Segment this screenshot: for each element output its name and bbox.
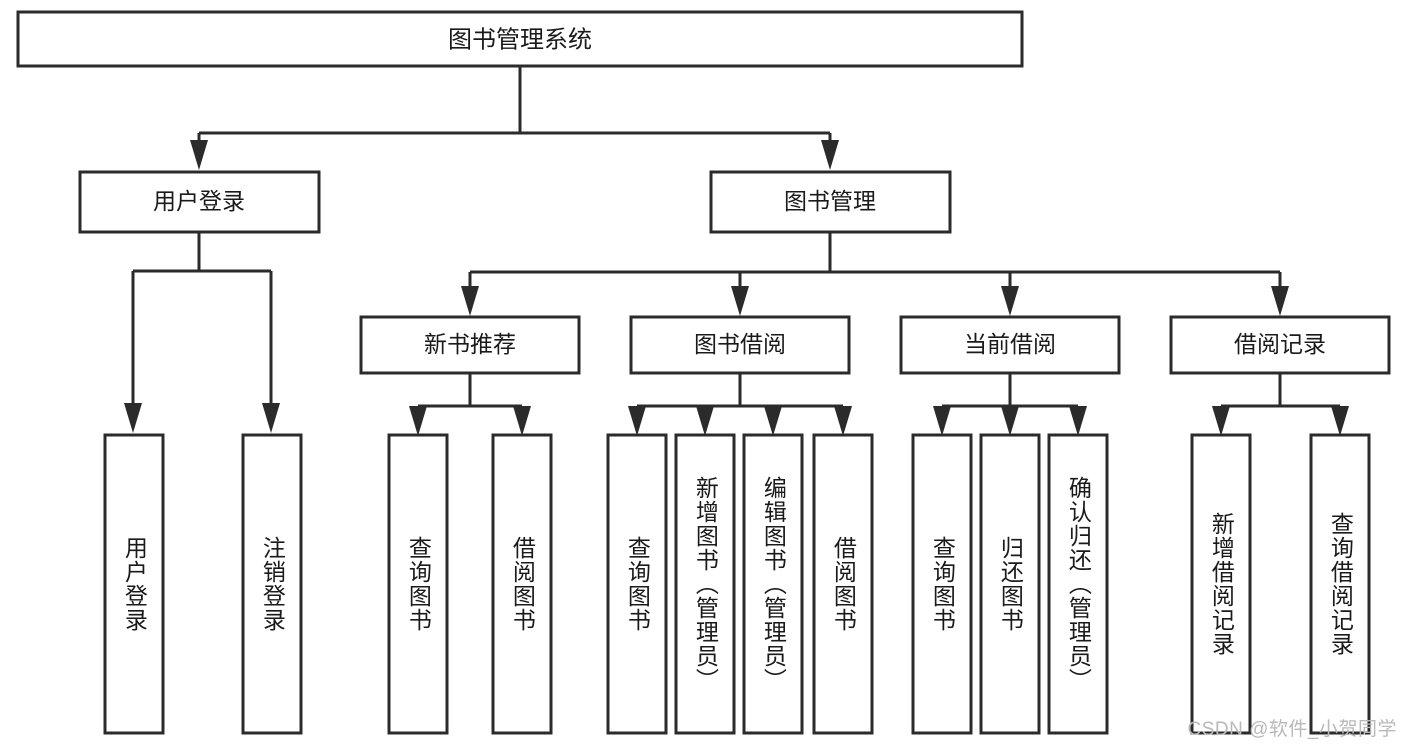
node-book-manage[interactable]: 图书管理 — [709, 170, 952, 234]
node-user-login-label: 用户登录 — [153, 188, 245, 214]
node-book-borrow[interactable]: 图书借阅 — [629, 315, 851, 375]
node-book-borrow-label: 图书借阅 — [694, 331, 786, 357]
node-leaf-rec-borrow-book[interactable] — [491, 433, 553, 735]
connector-group-root — [190, 66, 839, 170]
node-root[interactable]: 图书管理系统 — [16, 10, 1024, 68]
node-current-borrow-label: 当前借阅 — [964, 331, 1056, 357]
connector-group-borrow-record — [1212, 373, 1349, 436]
node-leaf-rec-query-record[interactable] — [1309, 433, 1371, 735]
node-leaf-user-login[interactable] — [103, 433, 165, 735]
connector-group-book-manage — [461, 232, 1289, 316]
node-leaf-borrow-edit-book[interactable] — [742, 433, 804, 735]
node-leaf-rec-add-record[interactable] — [1190, 433, 1252, 735]
node-leaf-borrow-query-book[interactable] — [606, 433, 668, 735]
node-borrow-record-label: 借阅记录 — [1234, 331, 1326, 357]
node-borrow-record[interactable]: 借阅记录 — [1169, 315, 1391, 375]
node-new-book-recommend[interactable]: 新书推荐 — [359, 315, 581, 375]
node-new-book-recommend-label: 新书推荐 — [424, 331, 516, 357]
connector-group-new-book-recommend — [409, 373, 531, 436]
node-leaf-cur-confirm-return[interactable] — [1047, 433, 1109, 735]
node-leaf-cur-query-book[interactable] — [911, 433, 973, 735]
node-root-label: 图书管理系统 — [448, 26, 592, 53]
node-leaf-borrow-borrow-book[interactable] — [812, 433, 874, 735]
node-leaf-rec-query-book[interactable] — [387, 433, 449, 735]
node-user-login[interactable]: 用户登录 — [78, 170, 321, 234]
node-leaf-user-logout[interactable] — [241, 433, 303, 735]
watermark: CSDN @软件_小贺同学 — [1187, 719, 1397, 740]
connector-group-user-login — [124, 232, 280, 433]
node-current-borrow[interactable]: 当前借阅 — [899, 315, 1121, 375]
node-leaf-cur-return-book[interactable] — [979, 433, 1041, 735]
connector-group-current-borrow — [933, 373, 1087, 436]
connector-group-book-borrow — [628, 373, 852, 436]
node-book-manage-label: 图书管理 — [784, 188, 876, 214]
node-leaf-borrow-add-book[interactable] — [674, 433, 736, 735]
